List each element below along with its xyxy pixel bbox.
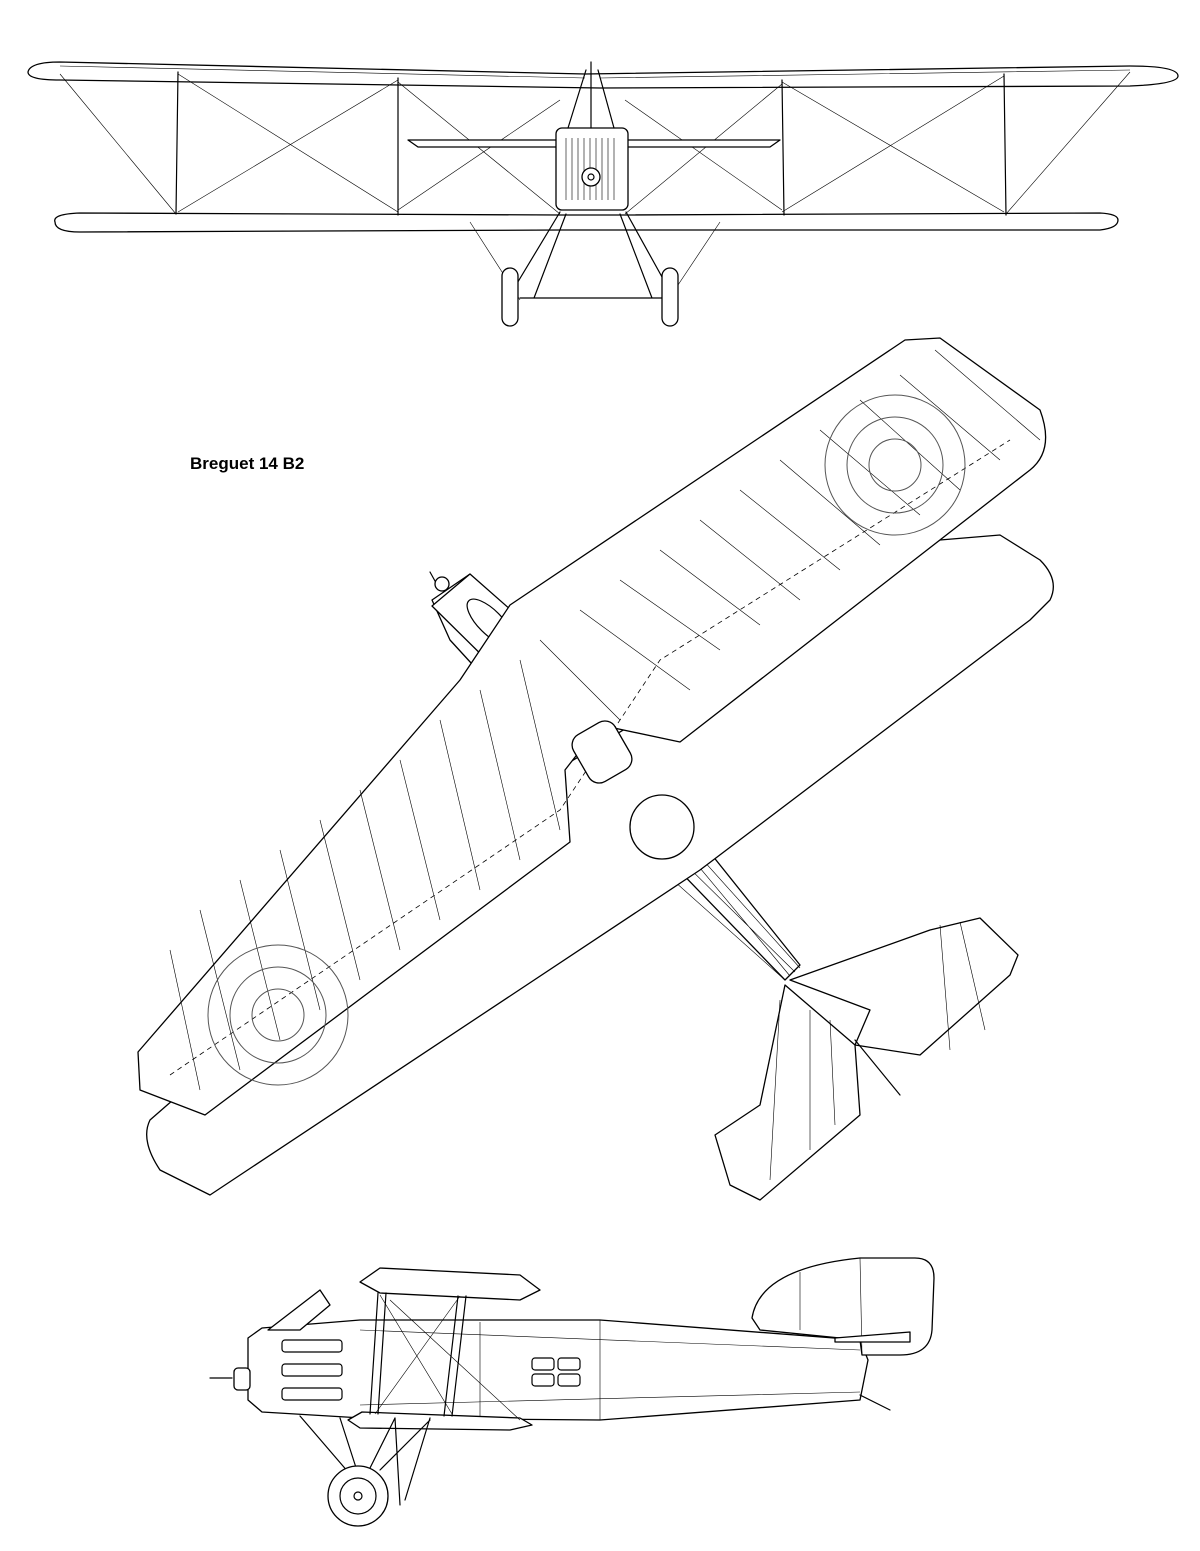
upper-wing (27, 61, 1179, 89)
main-wheel (327, 1465, 389, 1527)
elevator-top (714, 984, 861, 1201)
tailplane-top (789, 917, 1019, 1056)
left-wheel (501, 267, 519, 327)
bracing-wires (59, 71, 1131, 301)
spinner (233, 1367, 251, 1391)
fuselage-windows (531, 1357, 581, 1387)
lower-wing-roundel (207, 944, 349, 1086)
engine-louvres (281, 1339, 343, 1401)
undercarriage-side (299, 1415, 431, 1506)
observer-cockpit (629, 794, 695, 860)
upper-wing-ribs (59, 65, 1131, 79)
pilot-cockpit (571, 720, 633, 784)
top-view (137, 337, 1054, 1201)
upper-wing-roundel (824, 394, 966, 536)
undercarriage (509, 211, 673, 299)
interplane-struts (175, 71, 1007, 216)
right-wheel (661, 267, 679, 327)
upper-wing-side (359, 1267, 541, 1301)
fuselage-side (247, 1319, 869, 1421)
lower-wing (54, 212, 1119, 233)
upper-wing-ribs-top (169, 349, 1041, 1091)
aircraft-title: Breguet 14 B2 (190, 454, 305, 473)
lower-wing-side (347, 1411, 533, 1431)
exhaust-stack (267, 1289, 331, 1331)
front-view (27, 61, 1179, 327)
side-struts (369, 1292, 467, 1417)
side-view (209, 1257, 935, 1527)
cabane-struts (567, 61, 615, 129)
fin-rudder (751, 1257, 935, 1356)
lower-wing-top (146, 534, 1054, 1196)
tailplane-side (834, 1331, 911, 1343)
propeller-hub (581, 167, 601, 187)
side-bracing (374, 1294, 521, 1421)
